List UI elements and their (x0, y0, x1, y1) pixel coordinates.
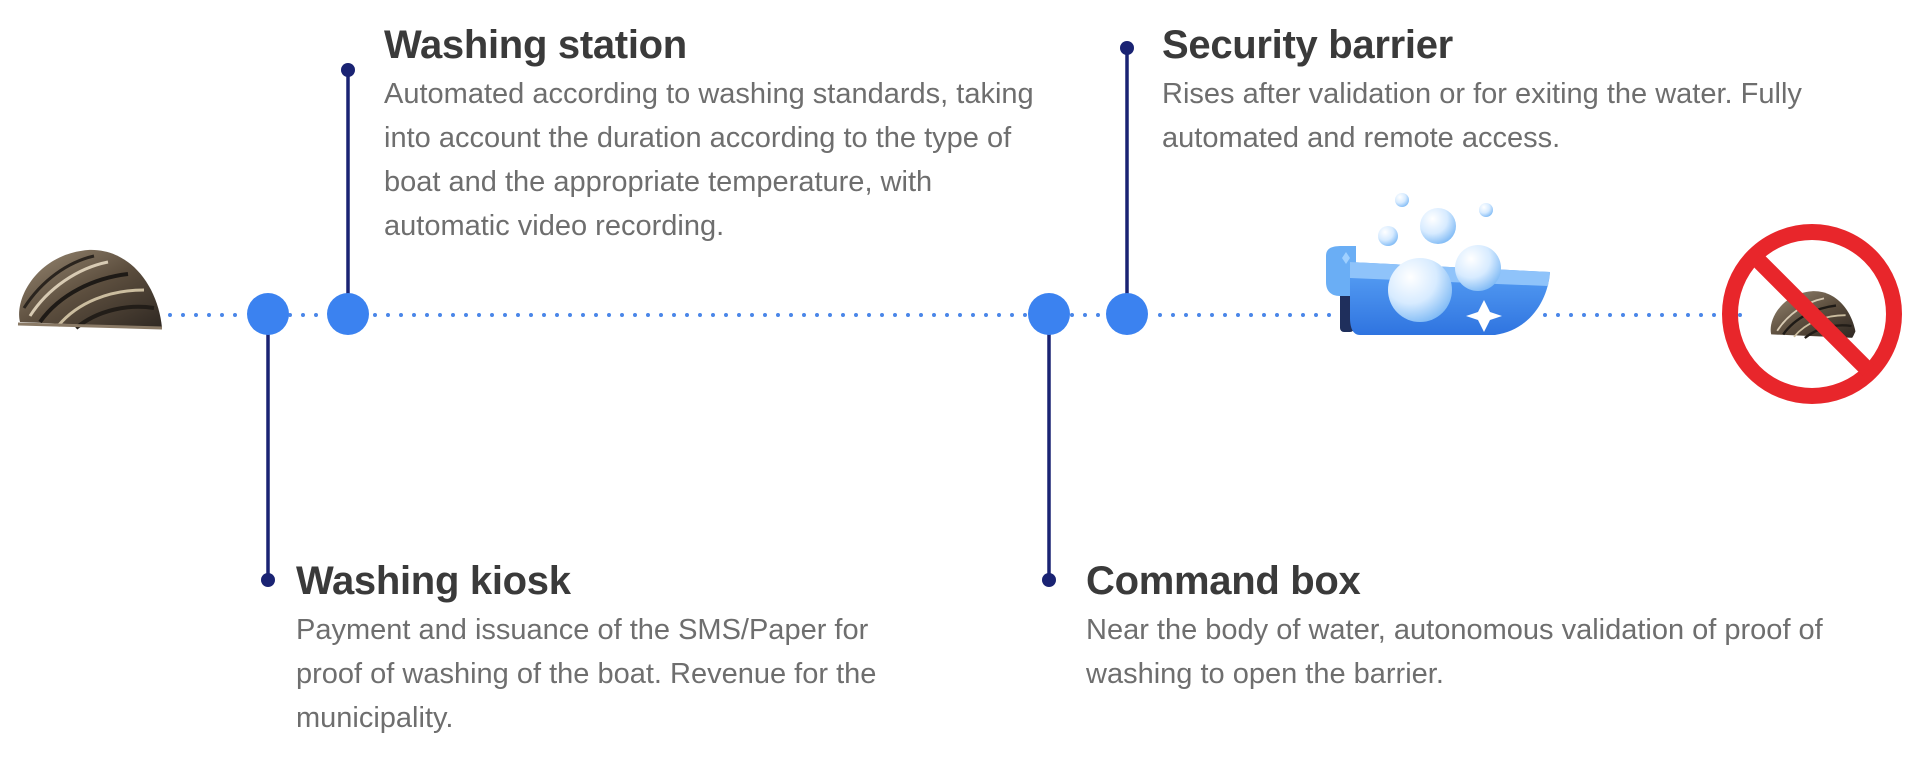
security-barrier-title: Security barrier (1162, 23, 1453, 67)
security-barrier-block: Security barrier Rises after validation … (1162, 22, 1822, 160)
bubble-icon (1479, 203, 1493, 217)
boat-wash-icon (1326, 193, 1550, 335)
security-barrier-endpoint (1120, 41, 1134, 55)
washing-kiosk-title: Washing kiosk (296, 559, 571, 603)
washing-station-description: Automated according to washing standards… (384, 78, 1034, 242)
security-barrier-node (1106, 293, 1148, 335)
command-box-endpoint (1042, 573, 1056, 587)
washing-kiosk-endpoint (261, 573, 275, 587)
security-barrier-description: Rises after validation or for exiting th… (1162, 78, 1802, 154)
command-box-title: Command box (1086, 559, 1361, 603)
bubble-icon (1420, 208, 1456, 244)
mussel-icon (17, 249, 163, 330)
prohibited-mussel-icon (1722, 224, 1902, 404)
bubble-icon (1388, 258, 1452, 322)
washing-station-endpoint (341, 63, 355, 77)
washing-kiosk-node (247, 293, 289, 335)
washing-kiosk-block: Washing kiosk Payment and issuance of th… (296, 558, 916, 740)
washing-station-node (327, 293, 369, 335)
bubble-icon (1395, 193, 1409, 207)
command-box-description: Near the body of water, autonomous valid… (1086, 614, 1823, 690)
bubble-icon (1455, 245, 1501, 291)
washing-station-title: Washing station (384, 23, 687, 67)
command-box-node (1028, 293, 1070, 335)
washing-kiosk-description: Payment and issuance of the SMS/Paper fo… (296, 614, 877, 734)
bubble-icon (1378, 226, 1398, 246)
washing-station-block: Washing station Automated according to w… (384, 22, 1044, 248)
command-box-block: Command box Near the body of water, auto… (1086, 558, 1826, 696)
